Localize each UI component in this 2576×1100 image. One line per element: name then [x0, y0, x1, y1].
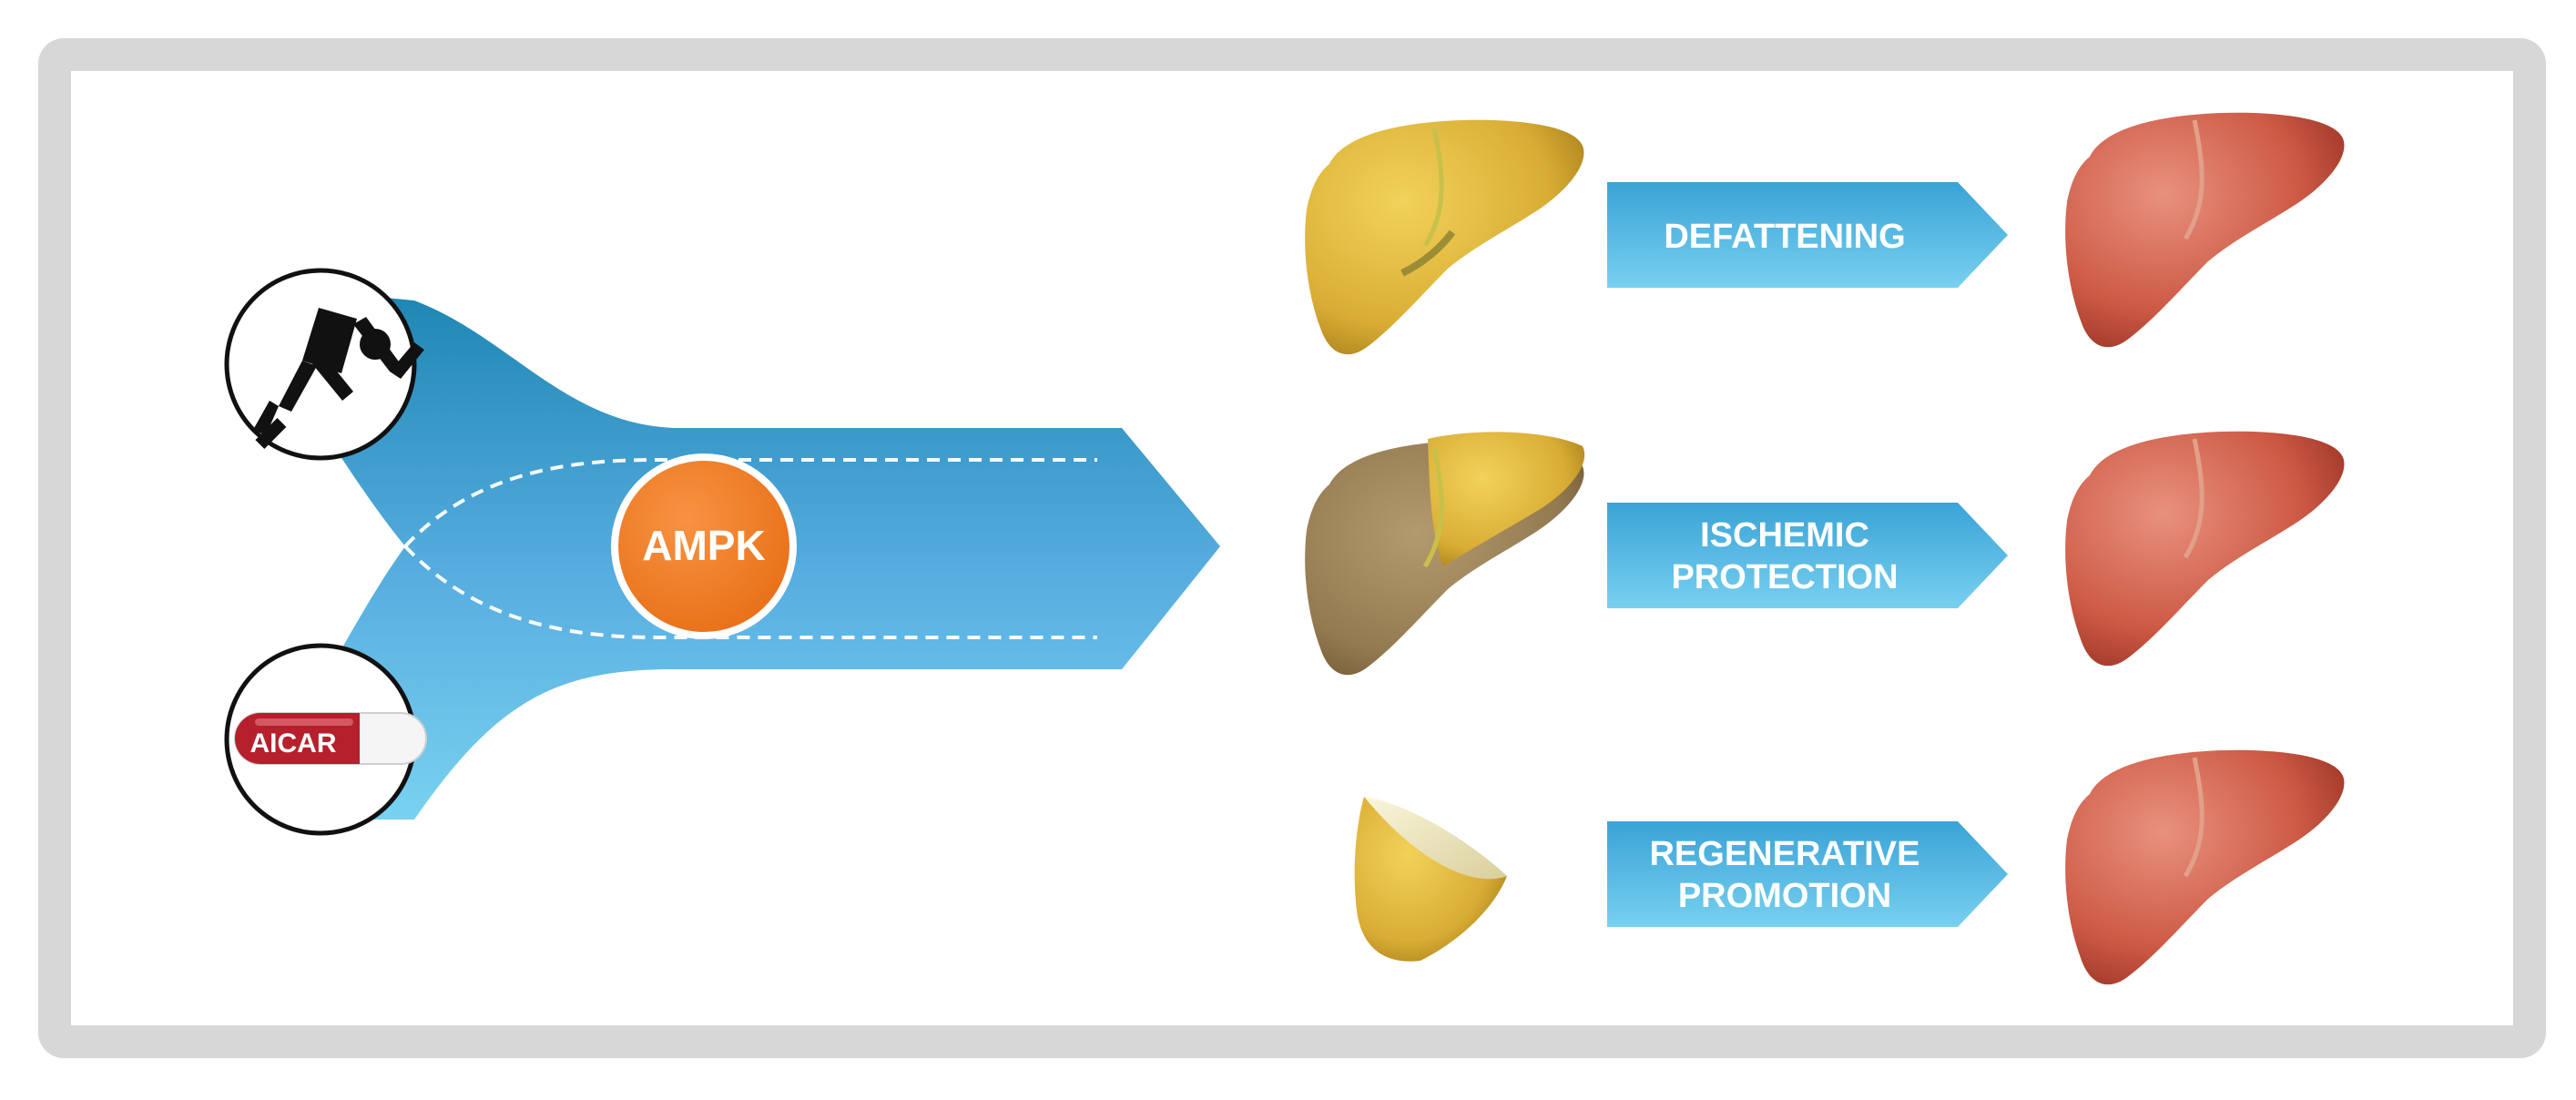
arrow-box-ischemic: ISCHEMIC PROTECTION [1607, 503, 2008, 608]
ampk-label: AMPK [642, 522, 765, 569]
aicar-input: AICAR [224, 643, 427, 836]
healthy-liver-icon [2065, 749, 2345, 985]
exercise-input [224, 268, 424, 461]
label-regenerative-2: PROMOTION [1678, 877, 1891, 915]
label-ischemic-2: PROTECTION [1671, 558, 1898, 596]
outcome-row-regenerative: REGENERATIVE PROMOTION [1354, 749, 2345, 985]
ischemic-liver-icon [1305, 432, 1585, 676]
running-person-icon [253, 308, 424, 449]
label-ischemic-1: ISCHEMIC [1700, 516, 1869, 555]
aicar-label: AICAR [250, 728, 337, 759]
outcome-row-ischemic: ISCHEMIC PROTECTION [1305, 431, 2345, 676]
liver-remnant-icon [1354, 797, 1507, 962]
fatty-liver-icon [1305, 119, 1584, 355]
outcome-row-defattening: DEFATTENING [1305, 112, 2345, 355]
healthy-liver-icon [2065, 431, 2345, 667]
capsule-icon: AICAR [234, 712, 427, 765]
arrow-box-defattening: DEFATTENING [1607, 182, 2008, 288]
label-regenerative-1: REGENERATIVE [1649, 835, 1919, 873]
healthy-liver-icon [2065, 112, 2345, 348]
arrow-box-regenerative: REGENERATIVE PROMOTION [1607, 821, 2008, 927]
ampk-node: AMPK [611, 453, 797, 639]
label-defattening: DEFATTENING [1664, 218, 1905, 256]
